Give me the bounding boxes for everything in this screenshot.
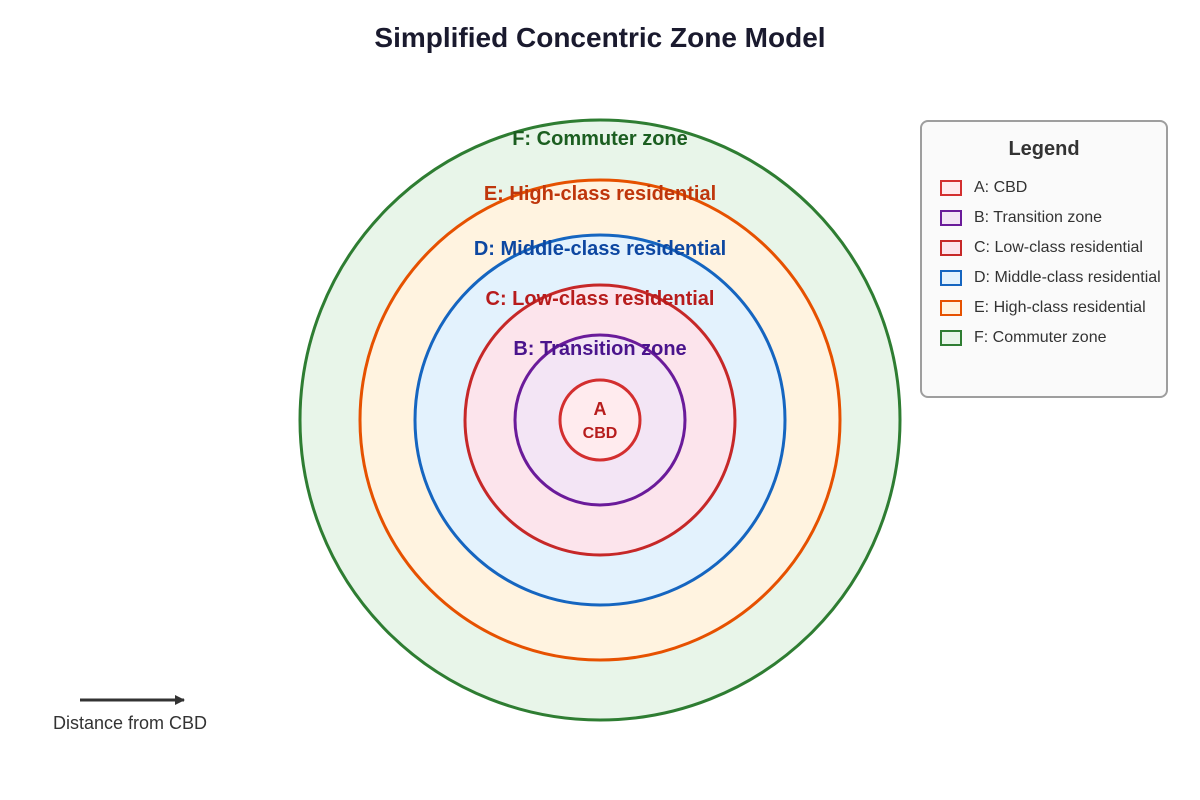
distance-label: Distance from CBD [52,713,208,733]
legend-box: Legend A: CBD B: Transition zone C: Low-cl… [920,120,1168,398]
zone-label-c: C: Low-class residential [486,288,715,310]
zone-label-e: E: High-class residential [484,183,716,205]
legend-item: D: Middle-class residential [922,263,1166,293]
zone-label-d: D: Middle-class residential [474,238,726,260]
zone-label-f: F: Commuter zone [512,128,688,150]
zone-label-b: B: Transition zone [513,338,686,360]
diagram-title: Simplified Concentric Zone Model [374,22,826,53]
legend-item: C: Low-class residential [922,233,1166,263]
legend-swatch [940,240,962,256]
cbd-letter: A [594,399,607,419]
legend-swatch [940,180,962,196]
legend-label: C: Low-class residential [974,239,1143,256]
legend-label: E: High-class residential [974,299,1146,316]
cbd-name: CBD [583,425,618,442]
zone-labels: F: Commuter zone E: High-class residentia… [474,128,726,360]
legend-swatch [940,210,962,226]
legend-label: D: Middle-class residential [974,269,1161,286]
legend-item: E: High-class residential [922,293,1166,323]
legend-label: A: CBD [974,179,1028,196]
zone-ring-a [558,378,642,462]
legend-items: A: CBD B: Transition zone C: Low-class res… [922,173,1166,353]
legend-item: B: Transition zone [922,203,1166,233]
legend-title: Legend [1008,138,1080,160]
legend-label: B: Transition zone [974,209,1103,226]
legend-label: F: Commuter zone [974,329,1107,346]
legend-swatch [940,330,962,346]
legend-item: F: Commuter zone [922,323,1166,353]
legend-swatch [940,300,962,316]
legend-swatch [940,270,962,286]
zone-rings [298,118,902,722]
legend-item: A: CBD [922,173,1166,203]
